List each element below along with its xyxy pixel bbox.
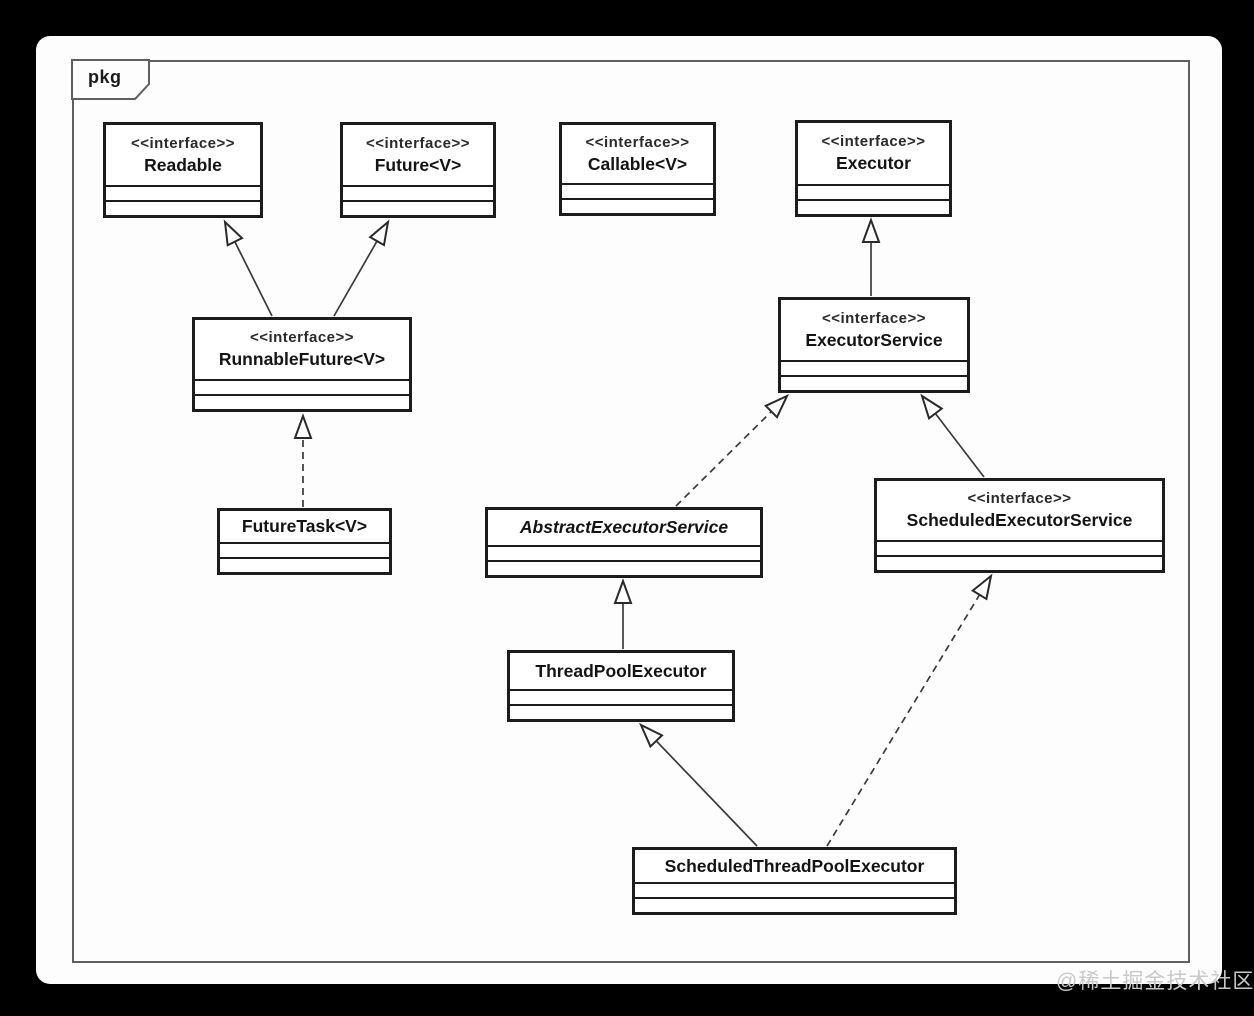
class-name-label: FutureTask<V>: [241, 516, 368, 536]
stereotype-label: <<interface>>: [821, 309, 927, 327]
class-title: <<interface>> RunnableFuture<V>: [195, 320, 409, 379]
stereotype-label: <<interface>>: [821, 133, 926, 150]
package-label: pkg: [88, 67, 122, 87]
operations-compartment: [781, 375, 967, 390]
stereotype-label: <<interface>>: [130, 134, 236, 152]
class-name-label: RunnableFuture<V>: [218, 349, 386, 369]
stereotype-label: <<interface>>: [585, 133, 690, 151]
operations-compartment: [798, 199, 949, 214]
class-name-label: ExecutorService: [805, 329, 943, 350]
attributes-compartment: [106, 185, 260, 200]
attributes-compartment: [488, 545, 760, 560]
class-name-label: Callable<V>: [587, 153, 688, 174]
class-name-label: ScheduledExecutorService: [906, 510, 1133, 530]
class-name-label: ScheduledThreadPoolExecutor: [664, 855, 925, 876]
class-box-abstract-executor-service: AbstractExecutorService: [485, 507, 763, 578]
attributes-compartment: [220, 542, 389, 557]
class-name-label: Readable: [144, 154, 222, 175]
operations-compartment: [106, 200, 260, 215]
operations-compartment: [343, 200, 493, 215]
class-box-runnable-future: <<interface>> RunnableFuture<V>: [192, 317, 412, 412]
class-box-scheduled-executor-service: <<interface>> ScheduledExecutorService: [874, 478, 1165, 573]
class-box-executor: <<interface>> Executor: [795, 120, 952, 217]
operations-compartment: [220, 557, 389, 572]
class-box-thread-pool-executor: ThreadPoolExecutor: [507, 650, 735, 722]
class-box-future: <<interface>> Future<V>: [340, 122, 496, 218]
attributes-compartment: [562, 183, 713, 198]
operations-compartment: [510, 704, 732, 719]
class-name-label: AbstractExecutorService: [519, 517, 729, 537]
operations-compartment: [635, 897, 954, 912]
attributes-compartment: [781, 360, 967, 375]
class-box-executor-service: <<interface>> ExecutorService: [778, 297, 970, 393]
attributes-compartment: [635, 882, 954, 897]
watermark-text: @稀土掘金技术社区: [1056, 970, 1254, 993]
attributes-compartment: [798, 184, 949, 199]
class-title: <<interface>> Callable<V>: [562, 125, 713, 183]
attributes-compartment: [877, 540, 1162, 555]
class-box-scheduled-thread-pool-executor: ScheduledThreadPoolExecutor: [632, 847, 957, 915]
package-frame: [72, 60, 1190, 963]
class-box-readable: <<interface>> Readable: [103, 122, 263, 218]
class-title: <<interface>> Readable: [106, 125, 260, 185]
attributes-compartment: [510, 689, 732, 704]
class-name-label: Executor: [836, 153, 911, 173]
operations-compartment: [562, 198, 713, 213]
class-title: FutureTask<V>: [220, 511, 389, 542]
attributes-compartment: [195, 379, 409, 394]
operations-compartment: [195, 394, 409, 409]
class-title: ThreadPoolExecutor: [510, 653, 732, 689]
operations-compartment: [877, 555, 1162, 570]
class-title: ScheduledThreadPoolExecutor: [635, 850, 954, 882]
stereotype-label: <<interface>>: [365, 134, 471, 152]
class-box-future-task: FutureTask<V>: [217, 508, 392, 575]
class-title: <<interface>> Executor: [798, 123, 949, 184]
class-title: <<interface>> Future<V>: [343, 125, 493, 185]
class-title: <<interface>> ExecutorService: [781, 300, 967, 360]
class-box-callable: <<interface>> Callable<V>: [559, 122, 716, 216]
class-name-label: ThreadPoolExecutor: [535, 660, 707, 681]
stereotype-label: <<interface>>: [967, 490, 1072, 507]
attributes-compartment: [343, 185, 493, 200]
stereotype-label: <<interface>>: [249, 329, 355, 346]
class-title: <<interface>> ScheduledExecutorService: [877, 481, 1162, 540]
operations-compartment: [488, 560, 760, 575]
class-title: AbstractExecutorService: [488, 510, 760, 545]
class-name-label: Future<V>: [374, 154, 462, 175]
